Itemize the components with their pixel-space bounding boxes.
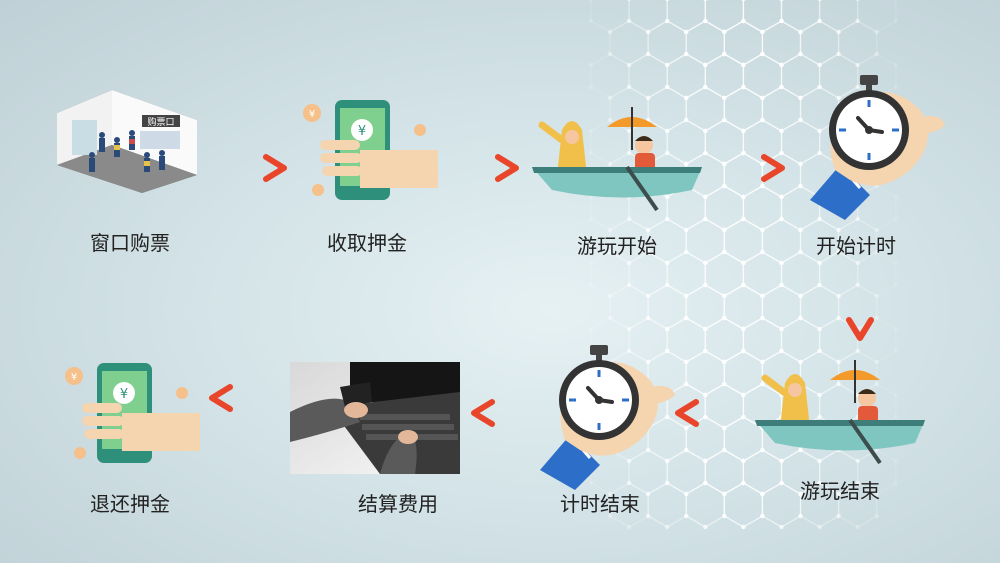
step-label: 退还押金 <box>90 492 170 516</box>
ticket-window-sign: 购票口 <box>147 116 174 128</box>
phone-yen-symbol: ¥ <box>358 124 366 139</box>
step-label: 收取押金 <box>327 231 407 255</box>
coin-symbol: ¥ <box>71 372 77 383</box>
stopwatch-in-hand-illustration <box>538 343 677 492</box>
arrow-left-1 <box>675 399 744 427</box>
boat-rowing-illustration <box>532 105 707 215</box>
boat-rowing-illustration <box>755 358 930 468</box>
arrow-down <box>846 272 874 341</box>
step-label: 计时结束 <box>560 492 640 516</box>
step-label: 游玩结束 <box>800 479 880 503</box>
phone-payment-illustration: ¥ ¥ <box>65 363 200 463</box>
step-label: 开始计时 <box>816 234 896 258</box>
ticket-window-illustration: 购票口 <box>57 90 197 193</box>
arrow-right-1 <box>218 154 287 182</box>
arrow-right-3 <box>716 154 785 182</box>
arrow-right-2 <box>450 154 519 182</box>
laptop-typing-photo <box>290 362 460 474</box>
arrow-left-3 <box>209 384 278 412</box>
coin-symbol: ¥ <box>309 109 315 120</box>
phone-payment-illustration: ¥ ¥ <box>303 100 438 200</box>
step-label: 窗口购票 <box>90 231 170 255</box>
step-label: 游玩开始 <box>577 234 657 258</box>
phone-yen-symbol: ¥ <box>120 387 128 402</box>
stopwatch-in-hand-illustration <box>808 73 947 222</box>
arrow-left-2 <box>471 399 540 427</box>
step-label: 结算费用 <box>358 492 438 516</box>
